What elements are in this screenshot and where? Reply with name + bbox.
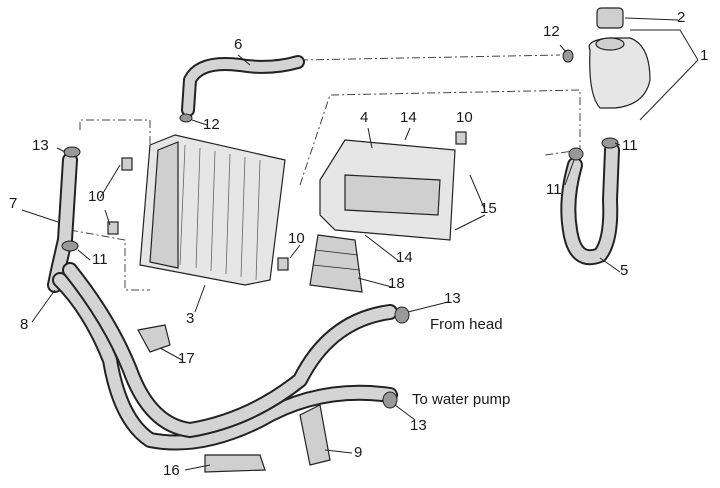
callout-10: 10 bbox=[288, 230, 305, 247]
tank-cap-2 bbox=[596, 7, 624, 29]
callout-16: 16 bbox=[163, 462, 180, 479]
callout-13: 13 bbox=[444, 290, 461, 307]
clamp-rings bbox=[61, 49, 619, 409]
callout-11: 11 bbox=[92, 251, 108, 268]
callout-7: 7 bbox=[9, 195, 18, 212]
holder-9 bbox=[299, 404, 331, 466]
holder-17 bbox=[137, 324, 171, 353]
callout-18: 18 bbox=[388, 275, 405, 292]
callout-13: 13 bbox=[32, 137, 49, 154]
callout-9: 9 bbox=[354, 444, 363, 461]
callout-14: 14 bbox=[396, 249, 413, 266]
callout-12: 12 bbox=[203, 116, 220, 133]
callout-15: 15 bbox=[480, 200, 497, 217]
callout-3: 3 bbox=[186, 310, 195, 327]
callout-6: 6 bbox=[234, 36, 243, 53]
holder-16 bbox=[204, 454, 266, 473]
label-to-water-pump: To water pump bbox=[412, 391, 511, 408]
reference-line bbox=[299, 54, 561, 61]
callout-4: 4 bbox=[360, 109, 369, 126]
callout-11: 11 bbox=[622, 137, 638, 154]
reference-line bbox=[69, 229, 150, 291]
callout-17: 17 bbox=[178, 350, 195, 367]
label-from-head: From head bbox=[430, 316, 503, 333]
callout-13: 13 bbox=[410, 417, 427, 434]
callout-5: 5 bbox=[620, 262, 629, 279]
callout-12: 12 bbox=[543, 23, 560, 40]
callout-10: 10 bbox=[456, 109, 473, 126]
reference-line bbox=[79, 119, 151, 190]
callout-11: 11 bbox=[546, 181, 562, 198]
clips-10 bbox=[107, 131, 467, 271]
callout-1: 1 bbox=[700, 47, 709, 64]
callout-8: 8 bbox=[20, 316, 29, 333]
callout-2: 2 bbox=[677, 9, 686, 26]
reference-line bbox=[299, 89, 581, 186]
cover-18 bbox=[309, 234, 363, 293]
callout-10: 10 bbox=[88, 188, 105, 205]
leader-lines bbox=[21, 17, 699, 471]
callout-14: 14 bbox=[400, 109, 417, 126]
